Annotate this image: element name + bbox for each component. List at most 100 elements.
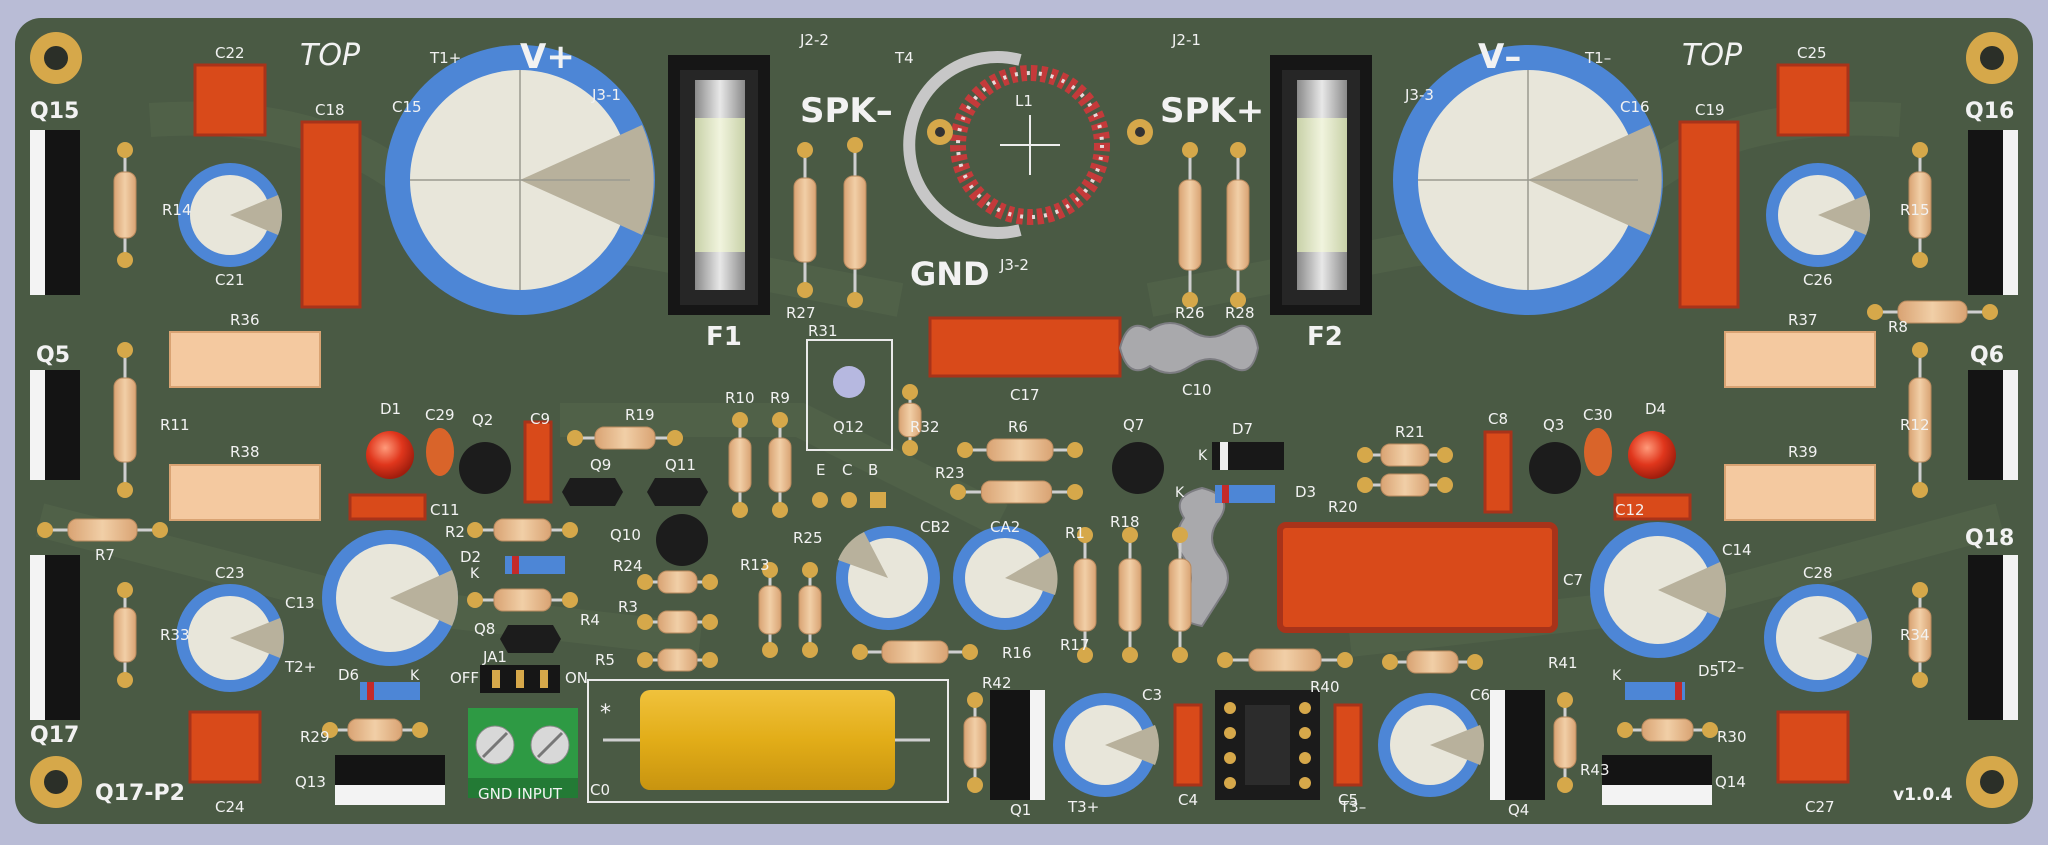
resistor-30 (1382, 650, 1483, 674)
refdes-c3: C3 (1142, 686, 1162, 704)
refdes-d6: D6 (338, 666, 359, 684)
refdes-r11: R11 (160, 416, 190, 434)
resistor-7 (1908, 342, 1932, 498)
fuse-f2 (1270, 55, 1372, 315)
ic-socket (1215, 690, 1320, 800)
refdes-r28: R28 (1225, 304, 1255, 322)
transistor-q12-outline (806, 339, 893, 508)
refdes-star: * (600, 701, 611, 726)
refdes-q3: Q3 (1543, 416, 1564, 434)
refdes-c13: C13 (285, 594, 315, 612)
refdes-r32: R32 (910, 418, 940, 436)
resistor-34 (1617, 718, 1718, 742)
refdes-c9: C9 (530, 410, 550, 428)
refdes-gnd-input: GND INPUT (478, 785, 563, 803)
resistor-29 (1217, 648, 1353, 672)
resistor-36 (1553, 692, 1577, 793)
resistor-27 (1168, 527, 1192, 663)
label-spk-plus: SPK+ (1160, 91, 1264, 131)
resistor-32 (1908, 582, 1932, 688)
refdes-r19: R19 (625, 406, 655, 424)
refdes-r2: R2 (445, 523, 465, 541)
refdes-q12-b: B (868, 461, 878, 479)
resistor-5 (1226, 142, 1250, 308)
refdes-r29: R29 (300, 728, 330, 746)
refdes-t2m: T2– (1717, 658, 1744, 676)
resistor-1 (1908, 142, 1932, 268)
refdes-r14: R14 (162, 201, 192, 219)
led-indicators (366, 428, 1676, 479)
refdes-d4: D4 (1645, 400, 1666, 418)
refdes-c26: C26 (1803, 271, 1833, 289)
capacitor-c0 (587, 679, 949, 803)
resistor-8 (1867, 300, 1998, 324)
refdes-r6: R6 (1008, 418, 1028, 436)
jumper-ja1 (480, 665, 560, 693)
diodes (360, 442, 1685, 700)
refdes-r27: R27 (786, 304, 816, 322)
refdes-c4: C4 (1178, 791, 1198, 809)
refdes-j3-3: J3-3 (1404, 86, 1434, 104)
resistor-25 (1073, 527, 1097, 663)
refdes-c7: C7 (1563, 571, 1583, 589)
resistor-17 (467, 518, 578, 542)
capacitor-c15 (385, 45, 655, 315)
refdes-ca2: CA2 (990, 518, 1020, 536)
refdes-ja1: JA1 (482, 648, 507, 666)
refdes-c23: C23 (215, 564, 245, 582)
refdes-r15: R15 (1900, 201, 1930, 219)
refdes-q9: Q9 (590, 456, 611, 474)
refdes-q11: Q11 (665, 456, 696, 474)
resistor-33 (322, 718, 428, 742)
refdes-r23: R23 (935, 464, 965, 482)
refdes-q16: Q16 (1965, 99, 2014, 124)
refdes-q1: Q1 (1010, 801, 1031, 819)
refdes-j3-2: J3-2 (999, 256, 1029, 274)
refdes-q6: Q6 (1970, 343, 2004, 368)
refdes-r31: R31 (808, 322, 838, 340)
refdes-cb2: CB2 (920, 518, 950, 536)
refdes-r20: R20 (1328, 498, 1358, 516)
capacitor-c16 (1393, 45, 1663, 315)
terminal-block (468, 708, 578, 798)
refdes-c28: C28 (1803, 564, 1833, 582)
refdes-t4: T4 (894, 49, 914, 67)
resistor-11 (768, 412, 792, 518)
resistor-4 (1178, 142, 1202, 308)
orange-smd-caps (188, 63, 1850, 787)
refdes-r13: R13 (740, 556, 770, 574)
refdes-j3-1: J3-1 (591, 86, 621, 104)
diode-k-marker: K (1612, 668, 1622, 684)
resistor-16 (1357, 473, 1453, 497)
resistor-31 (113, 582, 137, 688)
refdes-r18: R18 (1110, 513, 1140, 531)
resistor-19 (37, 518, 168, 542)
refdes-c30: C30 (1583, 406, 1613, 424)
refdes-r26: R26 (1175, 304, 1205, 322)
resistor-26 (1118, 527, 1142, 663)
refdes-r1: R1 (1065, 524, 1085, 542)
refdes-r39: R39 (1788, 443, 1818, 461)
silkscreen: TOP TOP V+ V– SPK– SPK+ GND F1 F2 v1.0.4 (300, 37, 1953, 805)
refdes-c22: C22 (215, 44, 245, 62)
refdes-r16: R16 (1002, 644, 1032, 662)
refdes-d1: D1 (380, 400, 401, 418)
refdes-j2-2: J2-2 (799, 31, 829, 49)
refdes-q12: Q12 (833, 418, 864, 436)
refdes-c27: C27 (1805, 798, 1835, 816)
refdes-off: OFF (450, 669, 479, 687)
refdes-c25: C25 (1797, 44, 1827, 62)
diode-k-marker: K (410, 668, 420, 684)
refdes-r5: R5 (595, 651, 615, 669)
refdes-r4: R4 (580, 611, 600, 629)
refdes-d7: D7 (1232, 420, 1253, 438)
refdes-t3m: T3– (1339, 798, 1366, 816)
refdes-r34: R34 (1900, 626, 1930, 644)
refdes-c6: C6 (1470, 686, 1490, 704)
refdes-q4: Q4 (1508, 801, 1529, 819)
resistor-18 (467, 588, 578, 612)
resistor-10 (728, 412, 752, 518)
refdes-r41: R41 (1548, 654, 1578, 672)
